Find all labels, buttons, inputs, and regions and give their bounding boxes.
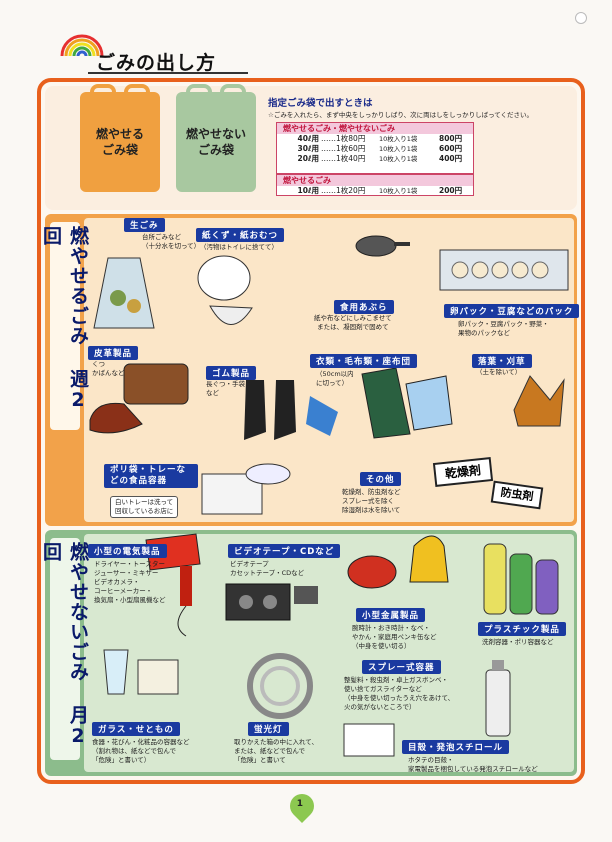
price-size: 10ℓ用 [297, 186, 319, 195]
price-group-title: 燃やせるごみ・燃やせないごみ [277, 123, 473, 134]
item-label-glass: ガラス・せともの [92, 722, 180, 736]
garbage-bag-icon [93, 257, 155, 329]
item-label-clothing: 衣類・毛布類・座布団 [310, 354, 418, 368]
burnable-bag-icon: 燃やせる ごみ袋 [80, 84, 160, 192]
item-label-metal: 小型金属製品 [356, 608, 426, 622]
burnable-section-title: 燃やせるごみ 週2回 [40, 222, 89, 430]
price-pack: 200円 [439, 186, 463, 195]
frying-pan-icon [355, 235, 410, 257]
plastic-bottles-icon [483, 543, 559, 615]
burnable-bag-label: 燃やせる ごみ袋 [95, 126, 144, 157]
nonburnable-bag-label: 燃やせない ごみ袋 [185, 126, 246, 157]
price-table-burnable: 燃やせるごみ 10ℓ用 ……1枚20円 10枚入り1袋 200円 [276, 174, 474, 196]
item-desc-paper: （汚物はトイレに捨てて） [200, 243, 278, 251]
item-label-leaves: 落葉・刈草 [472, 354, 532, 368]
price-size: 20ℓ用 [297, 154, 319, 163]
item-desc-packs: 卵パック・豆腐パック・野菜・ 果物のパックなど [458, 320, 549, 337]
bag-rule-note: ☆ごみを入れたら、まず中央をしっかりしばり、次に両はしをしっかりしばってください… [268, 111, 534, 119]
item-desc-spray-can: 整髪料・殺虫剤・卓上ガスボンベ・ 使い捨てガスライターなど （中身を使い切ったう… [344, 676, 455, 711]
item-label-small-appliances: 小型の電気製品 [88, 544, 167, 558]
item-label-paper: 紙くず・紙おむつ [196, 228, 285, 242]
price-pack: 800円 [439, 134, 463, 143]
item-label-fluorescent: 蛍光灯 [248, 722, 289, 736]
nonburnable-bag-icon: 燃やせない ごみ袋 [176, 84, 256, 192]
price-pack-label: 10枚入り1袋 [379, 135, 418, 143]
kettle-icon [347, 535, 449, 589]
video-tape-icon [225, 583, 318, 621]
item-desc-small-appliances: ドライヤー・トースター ジューサー・ミキサー ビデオカメラ・ コーヒーメーカー・… [94, 560, 166, 604]
price-pack-label: 10枚入り1袋 [379, 187, 418, 195]
price-single: ……1枚20円 [321, 186, 366, 195]
price-row: 10ℓ用 ……1枚20円 10枚入り1袋 200円 [277, 186, 473, 196]
styrofoam-icon [343, 723, 395, 757]
item-desc-leather: くつ かばんなど [92, 360, 125, 377]
food-tray-icon [201, 463, 291, 515]
price-single: ……1枚80円 [321, 134, 366, 143]
item-desc-clothing: （50cm以内 に切って） [316, 370, 354, 387]
item-desc-fluorescent: 取りかえた箱の中に入れて、 または、紙などで包んで 「危険」と書いて [234, 738, 318, 764]
price-pack: 600円 [439, 144, 463, 153]
page-number: 1 [296, 798, 304, 809]
item-label-shells: 目殻・発泡スチロール [402, 740, 510, 754]
leaves-icon [513, 375, 565, 427]
page-title: ごみの出し方 [96, 52, 217, 74]
item-label-cooking-oil: 食用あぶら [334, 300, 394, 314]
price-size: 30ℓ用 [297, 144, 319, 153]
price-row: 20ℓ用 ……1枚40円 10枚入り1袋 400円 [277, 154, 473, 164]
egg-carton-icon [439, 249, 569, 291]
price-row: 40ℓ用 ……1枚80円 10枚入り1袋 800円 [277, 134, 473, 144]
price-pack: 400円 [439, 154, 463, 163]
rubber-boots-icon [244, 380, 338, 440]
price-table-standard: 燃やせるごみ・燃やせないごみ 40ℓ用 ……1枚80円 10枚入り1袋 800円… [276, 122, 474, 174]
item-label-other: その他 [360, 472, 401, 486]
hair-dryer-icon [145, 533, 201, 637]
item-desc-rubber: 長ぐつ・手袋 など [206, 380, 245, 397]
item-desc-cooking-oil: 紙や布などにしみこませて または、凝固剤で固めて [314, 314, 392, 331]
item-label-kitchen-waste: 生ごみ [124, 218, 165, 232]
item-desc-glass: 食器・花びん・化粧品の容器など （割れ物は、紙などで包んで 「危険」と書いて） [92, 738, 190, 764]
item-label-video-tape: ビデオテープ・CDなど [228, 544, 341, 558]
item-desc-plastic: 洗剤容器・ポリ容器など [482, 638, 554, 646]
item-label-food-container: ポリ袋・トレーなどの食品容器 [104, 464, 198, 488]
nonburnable-section-title: 燃やせないごみ 月2回 [40, 538, 89, 760]
item-label-packs: 卵パック・豆腐などのパック [444, 304, 580, 318]
item-desc-metal: 腕時計・おき時計・なべ・ やかん・家庭用ペンキ缶など （中身を使い切る） [352, 624, 437, 650]
rainbow-icon [60, 34, 104, 57]
price-pack-label: 10枚入り1袋 [379, 155, 418, 163]
item-label-rubber: ゴム製品 [206, 366, 257, 380]
binder-hole [575, 12, 587, 24]
item-label-leather: 皮革製品 [88, 346, 139, 360]
price-group-title: 燃やせるごみ [277, 175, 473, 186]
price-single: ……1枚60円 [321, 144, 366, 153]
price-pack-label: 10枚入り1袋 [379, 145, 418, 153]
item-label-spray-can: スプレー式容器 [362, 660, 441, 674]
title-underline [88, 72, 248, 74]
glassware-icon [103, 649, 179, 695]
leather-shoes-icon [89, 363, 189, 434]
price-single: ……1枚40円 [321, 154, 366, 163]
item-desc-shells: ホタテの目殻・ 家電製品を梱包している発泡スチロールなど [408, 756, 538, 773]
clothing-icon [361, 367, 453, 439]
spray-can-icon [485, 660, 511, 737]
item-desc-video-tape: ビデオテープ カセットテープ・CDなど [230, 560, 305, 577]
item-label-plastic: プラスチック製品 [478, 622, 566, 636]
price-size: 40ℓ用 [297, 134, 319, 143]
item-desc-leaves: （土を除いて） [476, 368, 522, 376]
toilet-icon [197, 255, 253, 325]
item-desc-kitchen-waste: 台所ごみなど （十分水を切って） [142, 233, 201, 250]
fluorescent-lamp-icon [247, 653, 313, 719]
price-row: 30ℓ用 ……1枚60円 10枚入り1袋 600円 [277, 144, 473, 154]
item-desc-other: 乾燥剤、防虫剤など スプレー式を除く 除湿剤は水を除いて [342, 488, 401, 514]
bag-rule-heading: 指定ごみ袋で出すときは [268, 98, 373, 109]
item-desc-food-container: 白いトレーは洗って 回収しているお店に [110, 496, 179, 518]
